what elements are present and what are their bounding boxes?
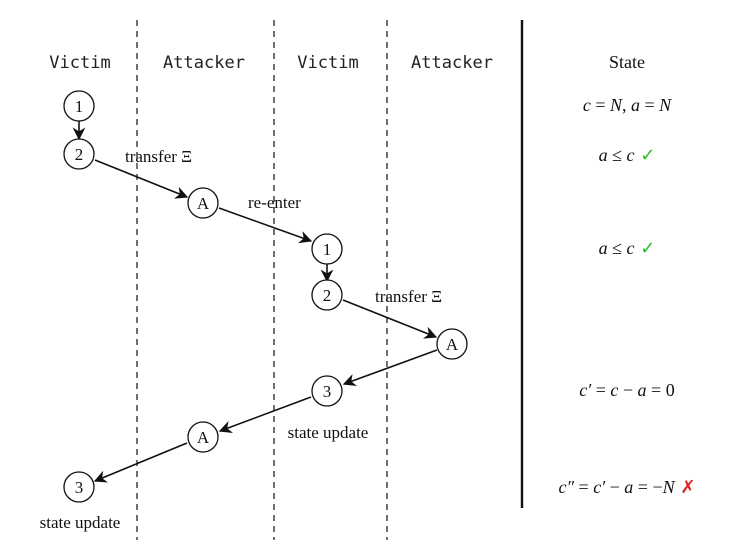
edge-label-state-update-inner: state update (288, 423, 369, 442)
arrow-a2-to-v2-3 (342, 349, 438, 387)
node-label: 2 (75, 145, 84, 164)
check-icon: ✓ (635, 145, 656, 166)
node-attacker-a-2: A (436, 328, 468, 360)
node-label: A (197, 194, 210, 213)
edge-label-reenter: re-enter (248, 193, 301, 212)
arrow-a1-to-v1-3 (93, 442, 188, 483)
arrow-transfer-2 (342, 299, 438, 339)
node-victim-reentry-step-3: 3 (311, 375, 343, 407)
arrow-v2-3-to-a1 (218, 396, 312, 433)
node-attacker-a-return: A (187, 421, 219, 453)
node-label: 2 (323, 286, 332, 305)
node-label: 1 (323, 240, 332, 259)
node-victim-step-3: 3 (63, 471, 95, 503)
node-label: 1 (75, 97, 84, 116)
column-header-victim-1: Victim (49, 53, 110, 73)
node-victim-step-1: 1 (63, 90, 95, 122)
node-label: 3 (323, 382, 332, 401)
edge-label-transfer-1: transfer Ξ (125, 147, 192, 166)
state-update-2: c″ = c′ − a = −N ✗ (559, 477, 696, 498)
cross-icon: ✗ (675, 477, 696, 498)
check-icon: ✓ (635, 238, 656, 259)
column-header-attacker-2: Attacker (411, 53, 493, 73)
node-label: A (446, 335, 459, 354)
state-check-1: a ≤ c ✓ (599, 145, 656, 166)
node-label: A (197, 428, 210, 447)
state-check-2: a ≤ c ✓ (599, 238, 656, 259)
state-initial: c = N, a = N (583, 95, 672, 115)
column-header-attacker-1: Attacker (163, 53, 245, 73)
column-header-state: State (609, 52, 645, 72)
node-victim-step-2: 2 (63, 138, 95, 170)
arrow-reenter (218, 207, 313, 244)
arrow-transfer-1 (94, 159, 189, 199)
edge-label-state-update-outer: state update (40, 513, 121, 532)
node-label: 3 (75, 478, 84, 497)
state-update-1: c′ = c − a = 0 (579, 380, 674, 400)
column-header-victim-2: Victim (297, 53, 358, 73)
node-victim-reentry-step-1: 1 (311, 233, 343, 265)
edge-label-transfer-2: transfer Ξ (375, 287, 442, 306)
node-victim-reentry-step-2: 2 (311, 279, 343, 311)
node-attacker-a: A (187, 187, 219, 219)
